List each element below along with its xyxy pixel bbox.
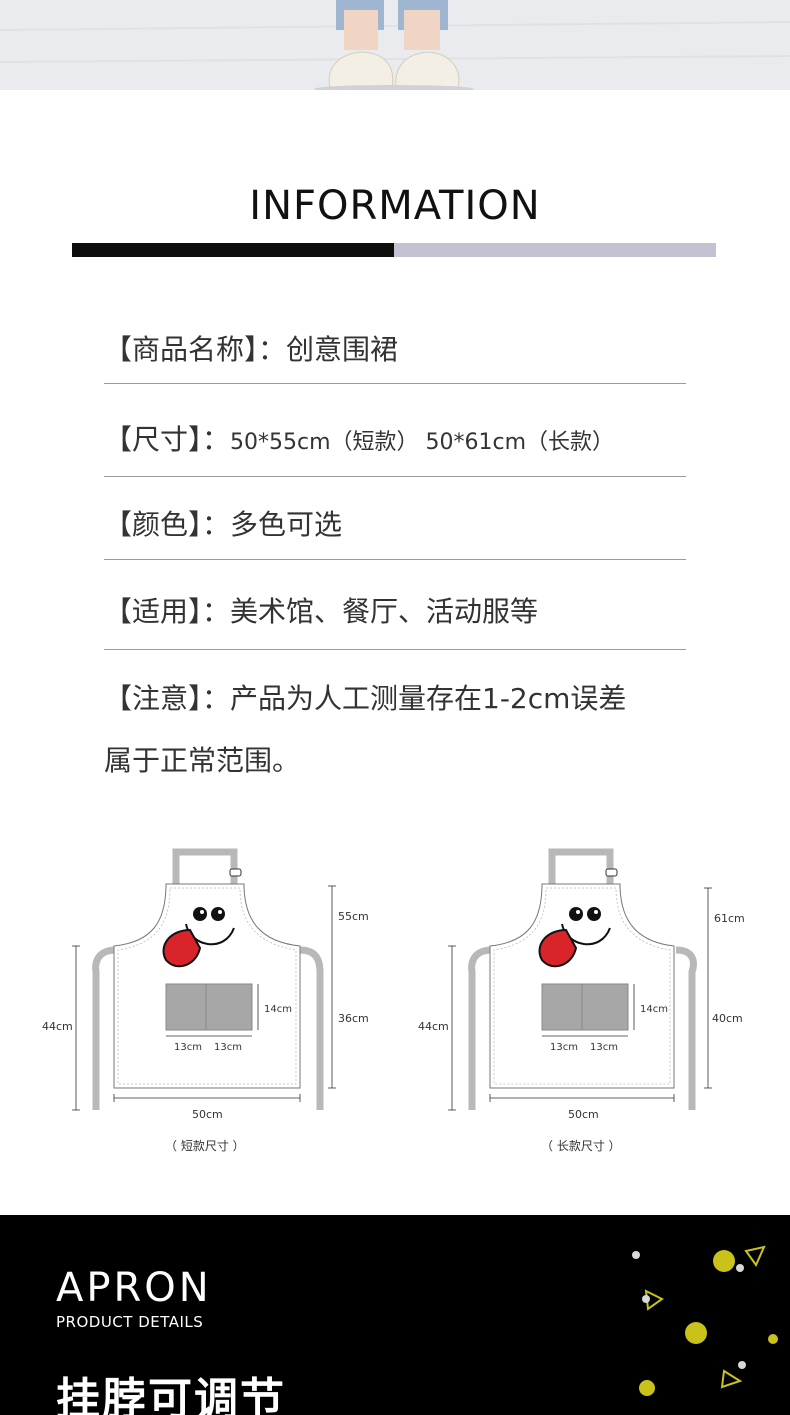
- info-value: 创意围裙: [286, 333, 399, 366]
- dim-pocket-height: 14cm: [640, 1004, 668, 1015]
- banner-title: APRON: [56, 1265, 212, 1311]
- info-row-usage: 【适用】：美术馆、餐厅、活动服等: [104, 590, 686, 630]
- apron-diagram-long: 61cm 40cm 44cm 14cm 13cm 13cm 50cm: [406, 842, 766, 1126]
- shoes-photo: [0, 0, 790, 90]
- apron-size-drawing: 55cm 36cm 44cm 14cm 13cm 13cm 50cm: [42, 848, 369, 1121]
- dim-height-top: 55cm: [338, 910, 369, 923]
- section-title: INFORMATION: [249, 183, 541, 229]
- info-value: 产品为人工测量存在1-2cm误差: [230, 682, 627, 715]
- apron-diagram-short: 55cm 36cm 44cm 14cm 13cm 13cm 50cm: [30, 842, 390, 1126]
- info-label: 【颜色】：: [104, 508, 231, 541]
- apron-size-drawing: 61cm 40cm 44cm 14cm 13cm 13cm 50cm: [418, 848, 745, 1121]
- info-value: 50*55cm（短款） 50*61cm（长款）: [230, 430, 615, 455]
- dim-width: 50cm: [568, 1108, 599, 1121]
- info-row-name: 【商品名称】：创意围裙: [104, 328, 686, 368]
- info-row-color: 【颜色】：多色可选: [104, 503, 686, 543]
- dim-pocket-height: 14cm: [264, 1004, 292, 1015]
- dim-side-height: 44cm: [418, 1020, 449, 1033]
- divider: [104, 383, 686, 384]
- dim-height-top: 61cm: [714, 912, 745, 925]
- info-label: 【适用】：: [104, 595, 231, 628]
- dim-height-bottom: 36cm: [338, 1012, 369, 1025]
- banner-subtitle: PRODUCT DETAILS: [56, 1313, 204, 1331]
- dim-pocket-right: 13cm: [214, 1042, 242, 1053]
- info-value: 属于正常范围。: [104, 744, 301, 777]
- diagram-caption-short: （ 短款尺寸 ）: [165, 1139, 245, 1153]
- info-label: 【尺寸】：: [104, 423, 231, 456]
- info-row-note: 【注意】：产品为人工测量存在1-2cm误差: [104, 677, 686, 717]
- info-row-note-continuation: 属于正常范围。: [104, 739, 686, 779]
- info-value: 多色可选: [230, 508, 343, 541]
- divider: [104, 559, 686, 560]
- title-underline-dark: [72, 243, 394, 257]
- diagram-caption-long: （ 长款尺寸 ）: [541, 1139, 621, 1153]
- dim-pocket-right: 13cm: [590, 1042, 618, 1053]
- product-photo-strip: [0, 0, 790, 90]
- dim-side-height: 44cm: [42, 1020, 73, 1033]
- info-value: 美术馆、餐厅、活动服等: [230, 595, 539, 628]
- info-label: 【注意】：: [104, 682, 231, 715]
- info-row-size: 【尺寸】：50*55cm（短款） 50*61cm（长款）: [104, 418, 686, 458]
- divider: [104, 649, 686, 650]
- dim-height-bottom: 40cm: [712, 1012, 743, 1025]
- banner-heading: 挂脖可调节: [56, 1374, 286, 1415]
- divider: [104, 476, 686, 477]
- dim-width: 50cm: [192, 1108, 223, 1121]
- decorative-shapes: [632, 1245, 778, 1396]
- info-label: 【商品名称】：: [104, 333, 287, 366]
- dim-pocket-left: 13cm: [174, 1042, 202, 1053]
- product-details-banner: APRON PRODUCT DETAILS 挂脖可调节: [0, 1215, 790, 1415]
- dim-pocket-left: 13cm: [550, 1042, 578, 1053]
- title-underline-light: [394, 243, 716, 257]
